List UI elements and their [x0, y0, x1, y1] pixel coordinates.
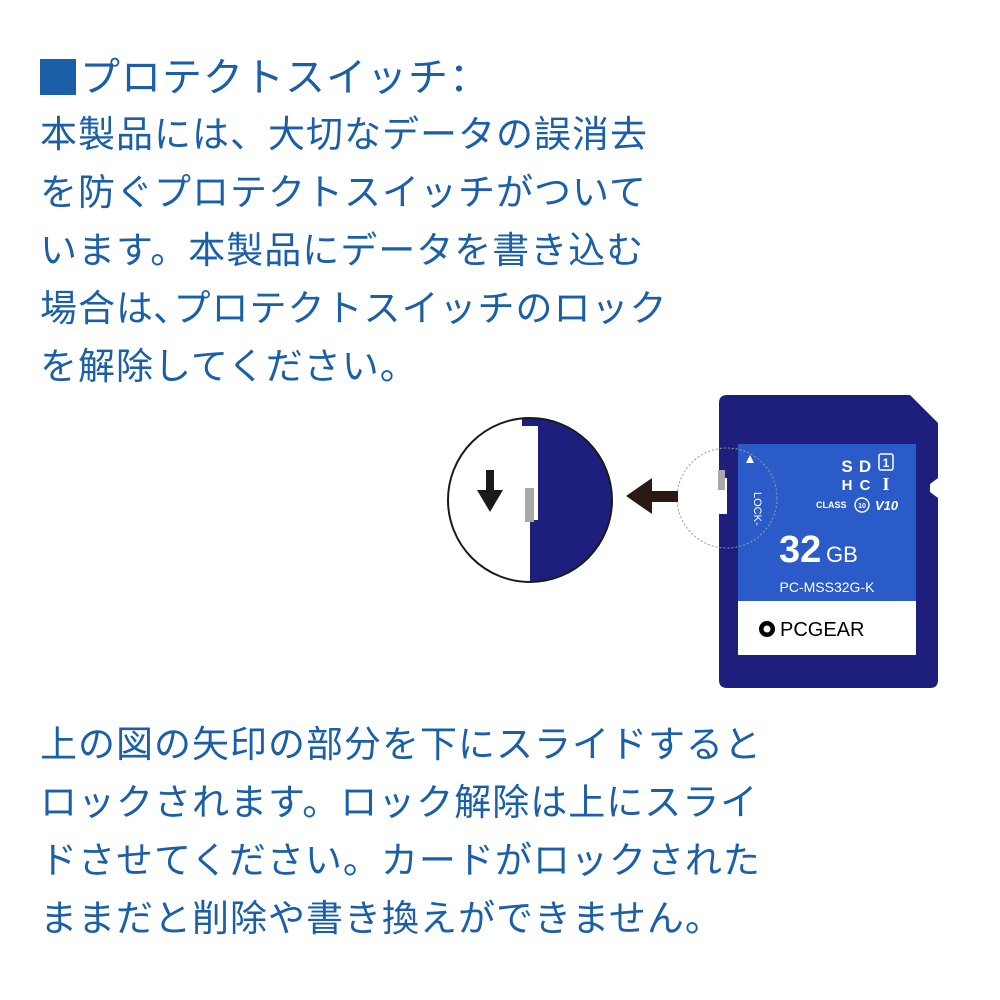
sdhc-logo-h: H [842, 477, 853, 494]
zoom-card-edge [522, 418, 612, 582]
lock-up-arrow-icon [746, 455, 754, 463]
intro-line: を解除してください。 [40, 345, 418, 388]
outro-paragraph: 上の図の矢印の部分を下にスライドすると ロックされます。ロック解除は上にスライ … [40, 716, 762, 948]
class-number: 10 [858, 503, 866, 510]
outro-line: 上の図の矢印の部分を下にスライドすると [40, 723, 762, 766]
speed-class: V10 [875, 498, 899, 513]
sdhc-logo-s: S [841, 457, 852, 476]
capacity-number: 32 [779, 529, 821, 571]
brand-name: PCGEAR [780, 619, 864, 641]
uhs-number: 1 [883, 456, 890, 470]
sdhc-logo-c: C [860, 477, 871, 494]
outro-line: ロックされます。ロック解除は上にスライ [40, 781, 759, 824]
brand-logo-inner [763, 625, 771, 633]
outro-line: ドさせてください。カードがロックされた [40, 839, 761, 882]
left-arrow-icon [626, 478, 678, 514]
zoom-lock-switch [525, 488, 534, 522]
intro-line: を防ぐプロテクトスイッチがついて [40, 171, 647, 214]
heading: プロテクトスイッチ： [40, 52, 490, 104]
model-number: PC-MSS32G-K [780, 579, 876, 595]
intro-line: います。本製品にデータを書き込む [40, 229, 645, 272]
uhs-badge-icon [878, 453, 894, 471]
zoom-circle [448, 418, 612, 582]
capacity-unit: GB [826, 542, 858, 567]
intro-line: 場合は､プロテクトスイッチのロック [40, 287, 668, 330]
class-circle-icon [854, 497, 870, 513]
outro-line: ままだと削除や書き換えができません。 [40, 897, 723, 940]
down-arrow-icon [477, 470, 503, 512]
uhs-roman: I [882, 474, 889, 494]
sdhc-logo-d: D [859, 457, 871, 476]
lock-label: LOCK [751, 492, 763, 523]
intro-paragraph: 本製品には、大切なデータの誤消去 を防ぐプロテクトスイッチがついて います。本製… [40, 106, 668, 396]
heading-text: プロテクトスイッチ： [80, 55, 490, 101]
square-bullet-icon [40, 59, 76, 95]
lock-switch-small [718, 470, 725, 490]
class-label: CLASS [816, 500, 847, 510]
zoom-circle-outline [447, 417, 613, 583]
lock-minus: - [751, 522, 763, 526]
intro-line: 本製品には、大切なデータの誤消去 [40, 113, 648, 156]
